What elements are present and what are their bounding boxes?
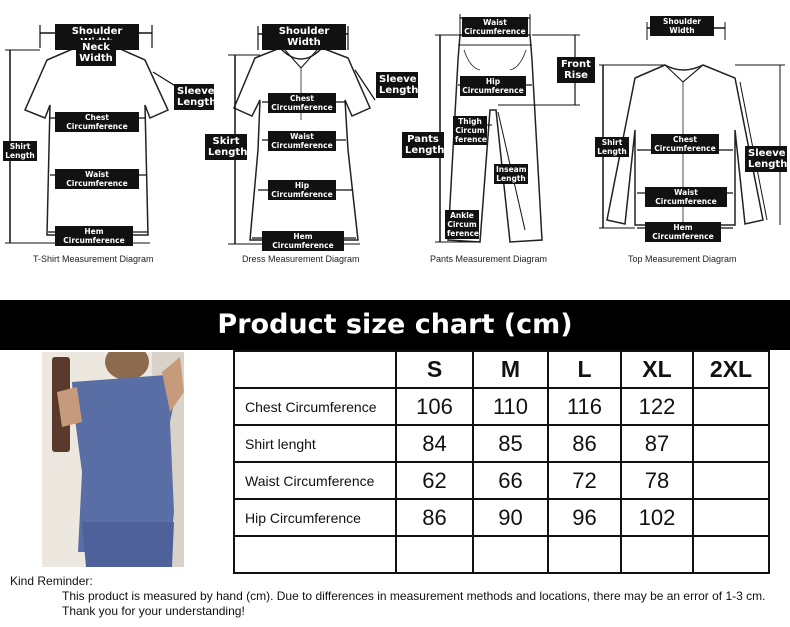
pants-thigh-label: Thigh Circum ference — [453, 116, 488, 145]
pants-outline-icon — [435, 14, 580, 243]
table-cell: 72 — [547, 461, 622, 500]
table-cell: 86 — [547, 424, 622, 463]
reminder-body: This product is measured by hand (cm). D… — [62, 589, 766, 618]
top-outline-icon — [599, 22, 785, 229]
top-sleeve-length-label: Sleeve Length — [745, 146, 787, 172]
size-m-header: M — [472, 350, 549, 389]
size-s-header: S — [395, 350, 474, 389]
top-hem-label: Hem Circumference — [645, 222, 721, 242]
table-cell — [472, 535, 549, 574]
row-label — [233, 535, 397, 574]
pants-ankle-label: Ankle Circum ference — [445, 210, 480, 239]
dress-hem-label: Hem Circumference — [262, 231, 344, 251]
table-row: Hip Circumference 86 90 96 102 — [233, 498, 770, 537]
dress-shoulder-width-label: Shoulder Width — [262, 24, 346, 50]
tshirt-shirt-length-label: Shirt Length — [3, 141, 37, 161]
table-cell: 110 — [472, 387, 549, 426]
measurement-diagrams: Shoulder Width Neck Width Sleeve Length … — [0, 0, 790, 300]
product-photo — [42, 352, 184, 567]
table-cell: 96 — [547, 498, 622, 537]
tshirt-sleeve-length-label: Sleeve Length — [174, 84, 216, 110]
dress-chest-label: Chest Circumference — [268, 93, 336, 113]
kind-reminder: Kind Reminder: This product is measured … — [10, 574, 780, 619]
size-xl-header: XL — [620, 350, 694, 389]
table-header-cell — [233, 350, 397, 389]
dress-caption: Dress Measurement Diagram — [242, 254, 360, 264]
row-label: Chest Circumference — [233, 387, 397, 426]
table-cell — [692, 535, 770, 574]
table-cell: 116 — [547, 387, 622, 426]
table-cell: 102 — [620, 498, 694, 537]
top-shirt-length-label: Shirt Length — [595, 137, 629, 157]
table-cell: 66 — [472, 461, 549, 500]
size-l-header: L — [547, 350, 622, 389]
table-cell: 85 — [472, 424, 549, 463]
table-cell — [692, 498, 770, 537]
table-cell — [395, 535, 474, 574]
pants-front-rise-label: Front Rise — [557, 57, 595, 83]
table-cell: 90 — [472, 498, 549, 537]
model-photo-icon — [42, 352, 184, 567]
row-label: Waist Circumference — [233, 461, 397, 500]
size-chart-banner: Product size chart (cm) — [0, 300, 790, 350]
pants-hip-label: Hip Circumference — [460, 76, 526, 96]
table-cell — [547, 535, 622, 574]
table-row: Waist Circumference 62 66 72 78 — [233, 461, 770, 500]
size-2xl-header: 2XL — [692, 350, 770, 389]
tshirt-diagram: Shoulder Width Neck Width Sleeve Length … — [0, 0, 216, 280]
top-diagram: Shoulder Width Shirt Length Chest Circum… — [595, 0, 790, 280]
tshirt-chest-label: Chest Circumference — [55, 112, 139, 132]
pants-caption: Pants Measurement Diagram — [430, 254, 548, 264]
table-header-row: S M L XL 2XL — [233, 350, 770, 389]
pants-inseam-label: Inseam Length — [494, 164, 528, 184]
table-cell: 78 — [620, 461, 694, 500]
table-cell: 84 — [395, 424, 474, 463]
row-label: Shirt lenght — [233, 424, 397, 463]
size-chart-table: S M L XL 2XL Chest Circumference 106 110… — [233, 350, 770, 574]
pants-length-label: Pants Length — [402, 132, 444, 158]
table-row — [233, 535, 770, 574]
top-waist-label: Waist Circumference — [645, 187, 727, 207]
dress-waist-label: Waist Circumference — [268, 131, 336, 151]
table-cell — [692, 387, 770, 426]
tshirt-neck-width-label: Neck Width — [76, 40, 116, 66]
pants-diagram: Waist Circumference Front Rise Hip Circu… — [400, 0, 600, 280]
row-label: Hip Circumference — [233, 498, 397, 537]
table-row: Shirt lenght 84 85 86 87 — [233, 424, 770, 463]
table-cell — [692, 424, 770, 463]
table-cell: 106 — [395, 387, 474, 426]
table-cell: 62 — [395, 461, 474, 500]
pants-waist-label: Waist Circumference — [462, 17, 528, 37]
dress-hip-label: Hip Circumference — [268, 180, 336, 200]
table-cell — [620, 535, 694, 574]
table-cell: 122 — [620, 387, 694, 426]
top-shoulder-width-label: Shoulder Width — [650, 16, 714, 36]
tshirt-caption: T-Shirt Measurement Diagram — [33, 254, 154, 264]
top-chest-label: Chest Circumference — [651, 134, 719, 154]
dress-skirt-length-label: Skirt Length — [205, 134, 247, 160]
tshirt-waist-label: Waist Circumference — [55, 169, 139, 189]
table-cell: 86 — [395, 498, 474, 537]
dress-sleeve-length-label: Sleeve Length — [376, 72, 418, 98]
top-caption: Top Measurement Diagram — [628, 254, 737, 264]
tshirt-hem-label: Hem Circumference — [55, 226, 133, 246]
table-row: Chest Circumference 106 110 116 122 — [233, 387, 770, 426]
table-cell: 87 — [620, 424, 694, 463]
table-cell — [692, 461, 770, 500]
dress-diagram: Shoulder Width Sleeve Length Skirt Lengt… — [200, 0, 418, 280]
reminder-title: Kind Reminder: — [10, 574, 93, 588]
